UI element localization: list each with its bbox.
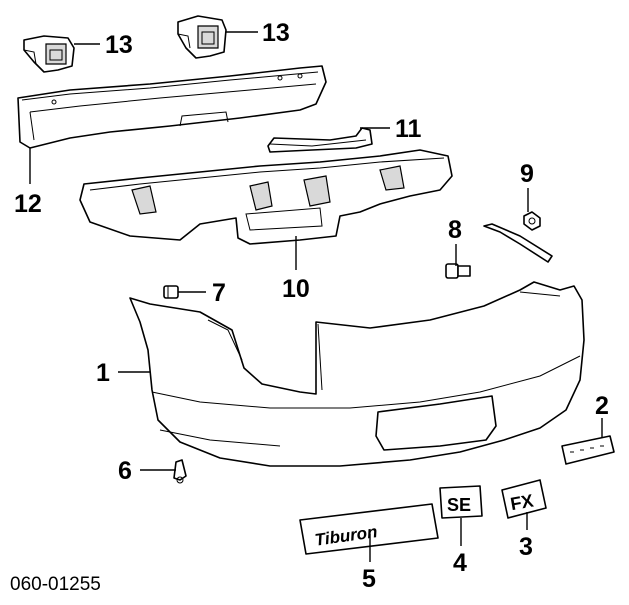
callout-11: 11 xyxy=(395,115,422,143)
energy-absorber xyxy=(79,149,453,245)
se-emblem-text: SE xyxy=(447,495,471,515)
se-emblem: SE xyxy=(439,485,483,519)
bumper-clip xyxy=(163,285,179,299)
callout-12: 12 xyxy=(14,190,42,218)
callout-10: 10 xyxy=(282,275,310,303)
callout-5: 5 xyxy=(362,565,376,593)
retaining-nut xyxy=(523,211,541,231)
leader-lines xyxy=(29,31,603,562)
reference-number: 060-01255 xyxy=(10,574,101,595)
callout-1: 1 xyxy=(96,359,110,387)
callout-3: 3 xyxy=(519,533,533,561)
bumper-reinforcement-beam xyxy=(17,65,327,149)
callout-8: 8 xyxy=(448,216,462,244)
tiburon-emblem: Tiburon xyxy=(299,503,439,555)
callout-9: 9 xyxy=(520,160,534,188)
callout-13-right: 13 xyxy=(262,19,290,47)
callout-13-left: 13 xyxy=(105,31,133,59)
callout-6: 6 xyxy=(118,457,132,485)
absorber-bracket xyxy=(267,127,373,153)
bumper-cover xyxy=(129,223,585,467)
mounting-bolt xyxy=(445,263,471,279)
callout-2: 2 xyxy=(595,392,609,420)
bracket-left xyxy=(23,35,75,73)
callout-4: 4 xyxy=(453,549,467,577)
fx-emblem: FX xyxy=(501,479,547,519)
callout-labels: 13 13 11 12 10 9 8 7 1 6 2 5 4 3 xyxy=(14,19,609,593)
reflector-strip xyxy=(561,435,615,465)
fx-emblem-text: FX xyxy=(509,491,535,515)
bracket-right xyxy=(177,15,227,59)
push-clip xyxy=(173,459,187,484)
callout-7: 7 xyxy=(212,279,226,307)
